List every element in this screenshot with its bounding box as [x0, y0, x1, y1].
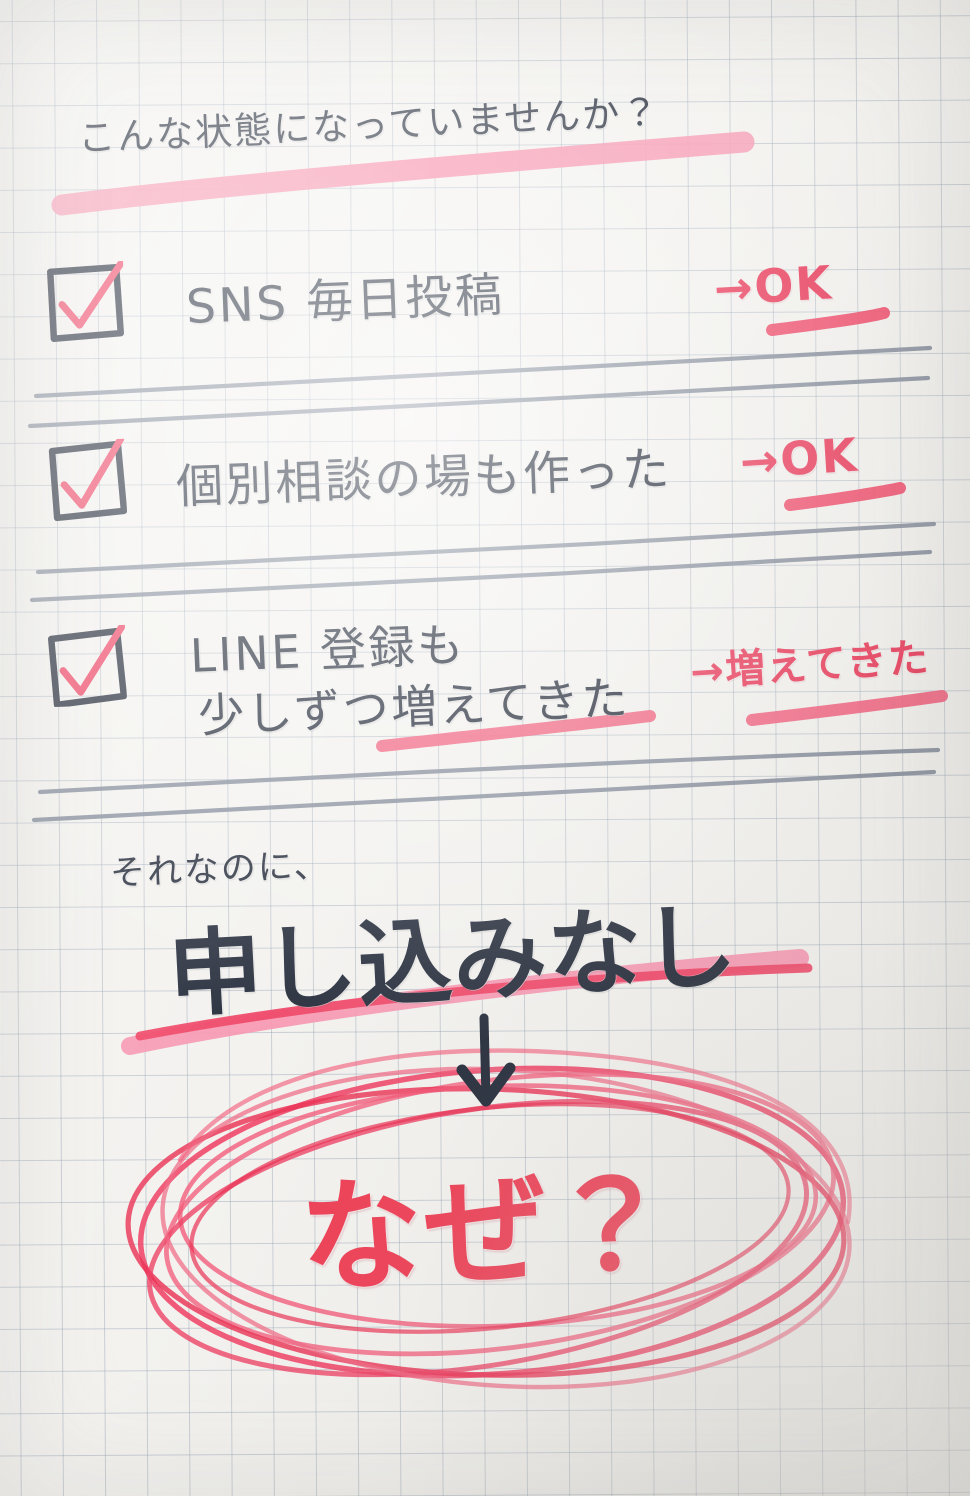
checkbox-item-1[interactable] [45, 259, 125, 343]
checkbox-item-3[interactable] [47, 621, 128, 709]
conclusion-emphasis-text: 申し込みなし [165, 892, 741, 1031]
conclusion-question-text: なぜ？ [297, 1153, 677, 1310]
page-title: こんな状態になっていませんか？ [77, 90, 662, 160]
checklist-item-1-label: SNS 毎日投稿 [185, 267, 506, 335]
conclusion-lead-text: それなのに、 [109, 845, 332, 894]
checkbox-3-graphic [47, 621, 128, 709]
checklist-item-3-result: →増えてきた [688, 634, 932, 696]
checkbox-2-graphic [48, 435, 128, 522]
checklist-item-2-label: 個別相談の場も作った [175, 441, 673, 515]
checkbox-item-2[interactable] [47, 435, 128, 522]
checkbox-1-graphic [47, 259, 125, 343]
checklist-item-2-result: →OK [738, 427, 861, 489]
checklist-item-1-result: →OK [712, 255, 835, 316]
